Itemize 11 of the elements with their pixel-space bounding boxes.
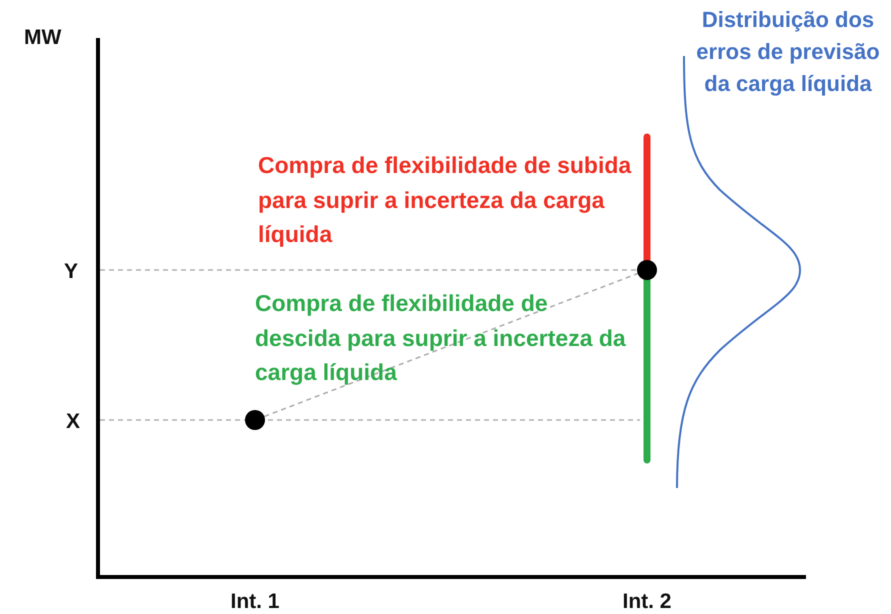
dashed-line	[264, 272, 638, 418]
curve-label: Distribuição dos erros de previsão da carga líquida	[695, 6, 881, 98]
axis-label: MW	[24, 25, 62, 51]
tick-label: Y	[64, 259, 80, 285]
annotation-text: Compra de flexibilidade de subida para suprir a incerteza da carga líquida	[258, 151, 632, 249]
data-point	[245, 410, 265, 430]
tick-label: Int. 2	[621, 589, 672, 614]
tick-label: X	[66, 409, 82, 435]
annotation-text: Compra de flexibilidade de descida para suprir a incerteza da carga líquida	[255, 289, 627, 387]
tick-label: Int. 1	[229, 589, 280, 614]
data-point	[637, 260, 657, 280]
